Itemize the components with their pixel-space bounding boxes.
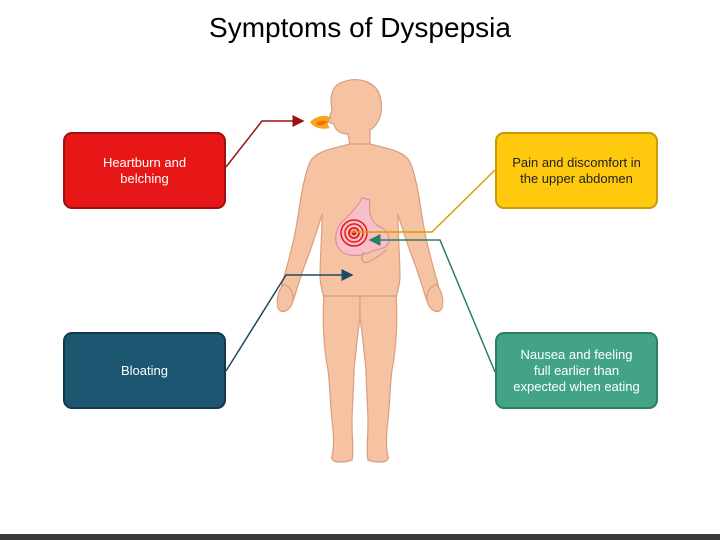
right-leg: [359, 295, 398, 463]
human-body-figure: [276, 79, 444, 463]
bloating-label: Bloating: [121, 362, 168, 378]
left-hand: [276, 283, 294, 313]
pain-connector: [350, 169, 496, 233]
page-title: Symptoms of Dyspepsia: [209, 12, 511, 43]
nausea-label: Nausea and feeling full earlier than exp…: [513, 346, 640, 394]
pain-label: Pain and discomfort in the upper abdomen: [512, 154, 641, 186]
flame-icon: [310, 115, 332, 129]
nausea-box: Nausea and feeling full earlier than exp…: [495, 332, 658, 409]
heartburn-label: Heartburn and belching: [102, 154, 187, 186]
head-shape: [327, 79, 383, 147]
left-leg: [322, 295, 361, 463]
pain-box: Pain and discomfort in the upper abdomen: [495, 132, 658, 209]
nausea-connector: [368, 234, 496, 373]
pain-target-icon: [340, 219, 368, 247]
heartburn-box: Heartburn and belching: [63, 132, 226, 209]
heartburn-connector: [225, 115, 305, 168]
bloating-connector: [225, 269, 354, 372]
bottom-bar: [0, 534, 720, 540]
bloating-box: Bloating: [63, 332, 226, 409]
right-hand: [426, 283, 444, 313]
